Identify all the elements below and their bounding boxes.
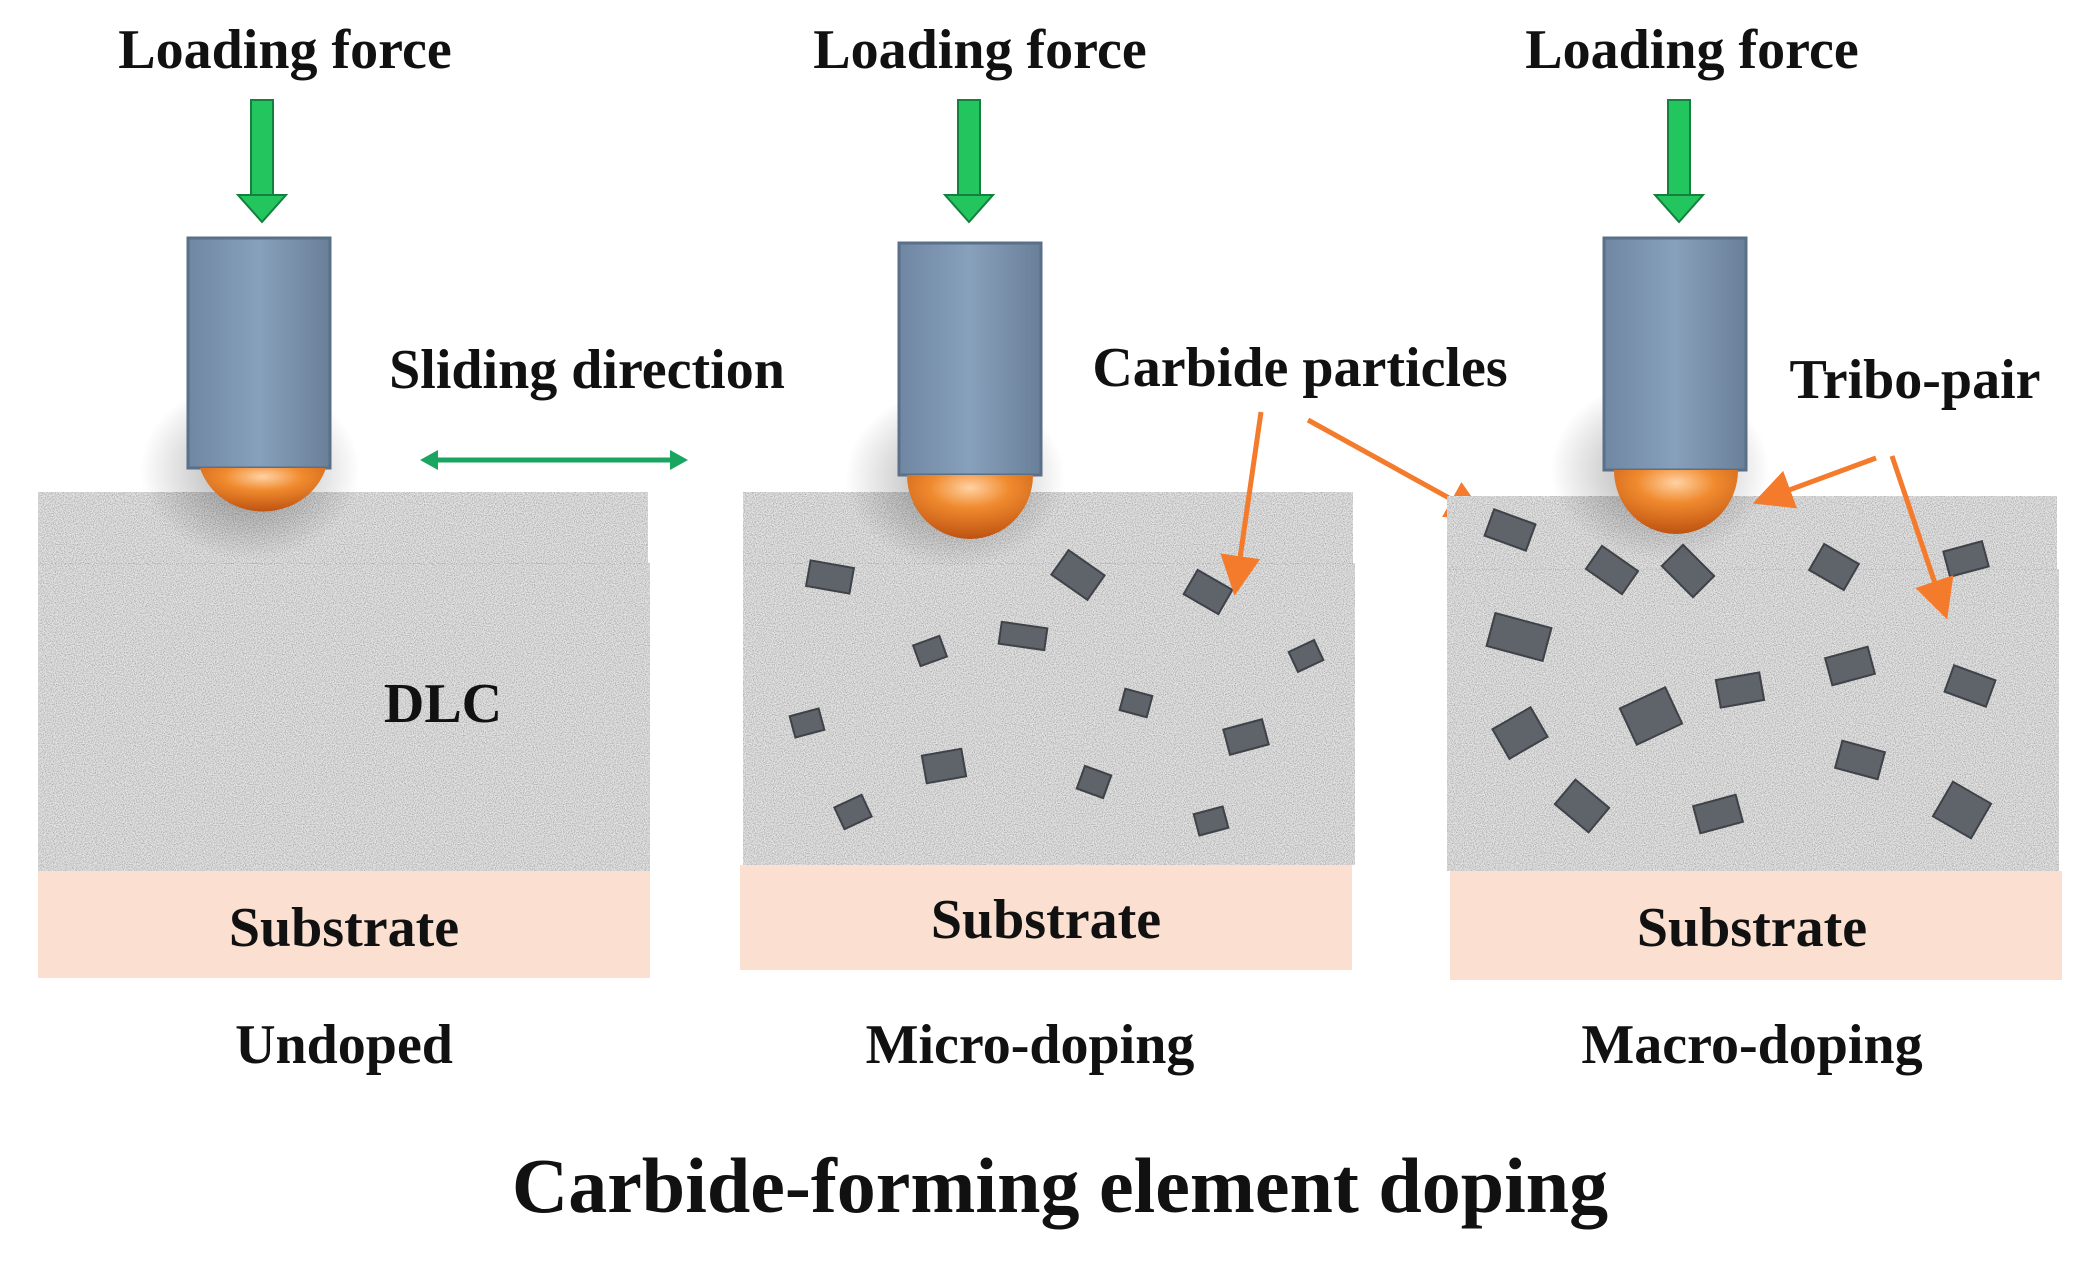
- loading-force-label: Loading force: [118, 19, 451, 81]
- panel-micro-doping: Loading force: [740, 19, 1508, 1076]
- particle: [788, 707, 826, 739]
- sliding-direction-label: Sliding direction: [389, 339, 785, 401]
- carbide-particles: [1483, 508, 1997, 840]
- particle: [1491, 705, 1549, 761]
- carbide-particles-label: Carbide particles: [1092, 337, 1507, 399]
- loading-force-label: Loading force: [1525, 19, 1858, 81]
- tribo-pin: [1602, 236, 1748, 534]
- tribo-pin: [186, 236, 332, 512]
- particle: [833, 793, 873, 831]
- particle: [1075, 764, 1113, 800]
- particle: [1118, 687, 1154, 719]
- ball-icon: [907, 475, 1033, 539]
- tribo-pin: [897, 241, 1043, 539]
- ball-icon: [1614, 470, 1738, 534]
- substrate-layer: [38, 871, 650, 978]
- particle: [1192, 805, 1230, 837]
- particle: [1222, 718, 1270, 756]
- particle: [804, 559, 856, 595]
- particle: [1931, 780, 1993, 840]
- pointer-arrow: [1220, 411, 1264, 596]
- substrate-layer: [740, 865, 1352, 970]
- particle: [1691, 793, 1745, 835]
- particle: [1553, 778, 1611, 834]
- particle: [1942, 540, 1990, 578]
- particle: [1485, 611, 1553, 663]
- dlc-label: DLC: [384, 673, 502, 735]
- dlc-film: [1447, 496, 2059, 871]
- substrate-layer: [1450, 871, 2062, 980]
- particle: [911, 634, 949, 668]
- particle: [1182, 568, 1234, 616]
- particle: [1943, 664, 1997, 708]
- particle: [997, 620, 1049, 652]
- panel-caption: Undoped: [235, 1014, 453, 1076]
- loading-force-arrow-icon: [235, 99, 289, 224]
- panel-caption: Macro-doping: [1581, 1014, 1922, 1076]
- panel-macro-doping: Loading force: [1447, 19, 2062, 1076]
- dlc-film: [38, 492, 650, 871]
- panel-undoped: Loading force Sliding direction DLC Subs…: [38, 19, 785, 1076]
- substrate-label: Substrate: [931, 889, 1161, 951]
- substrate-label: Substrate: [229, 897, 459, 959]
- carbide-particles: [788, 548, 1325, 837]
- tribo-pair-label: Tribo-pair: [1790, 349, 2041, 411]
- particle: [1823, 645, 1877, 687]
- pointer-arrow: [1752, 455, 1877, 509]
- loading-force-arrow-icon: [942, 99, 996, 224]
- particle: [1584, 544, 1640, 596]
- particle: [1618, 685, 1684, 747]
- sliding-direction-arrow-icon: [420, 450, 688, 470]
- particle: [1833, 739, 1887, 781]
- panel-caption: Micro-doping: [866, 1014, 1195, 1076]
- particle: [1049, 548, 1107, 602]
- particle: [1287, 638, 1325, 674]
- substrate-label: Substrate: [1637, 897, 1867, 959]
- particle: [920, 747, 968, 785]
- loading-force-arrow-icon: [1652, 99, 1706, 224]
- main-title: Carbide-forming element doping: [512, 1142, 1608, 1229]
- particle: [1483, 508, 1537, 552]
- particle: [1714, 671, 1766, 709]
- pointer-arrow: [1889, 455, 1954, 620]
- ball-icon: [200, 468, 326, 512]
- loading-force-label: Loading force: [813, 19, 1146, 81]
- particle: [1807, 542, 1861, 592]
